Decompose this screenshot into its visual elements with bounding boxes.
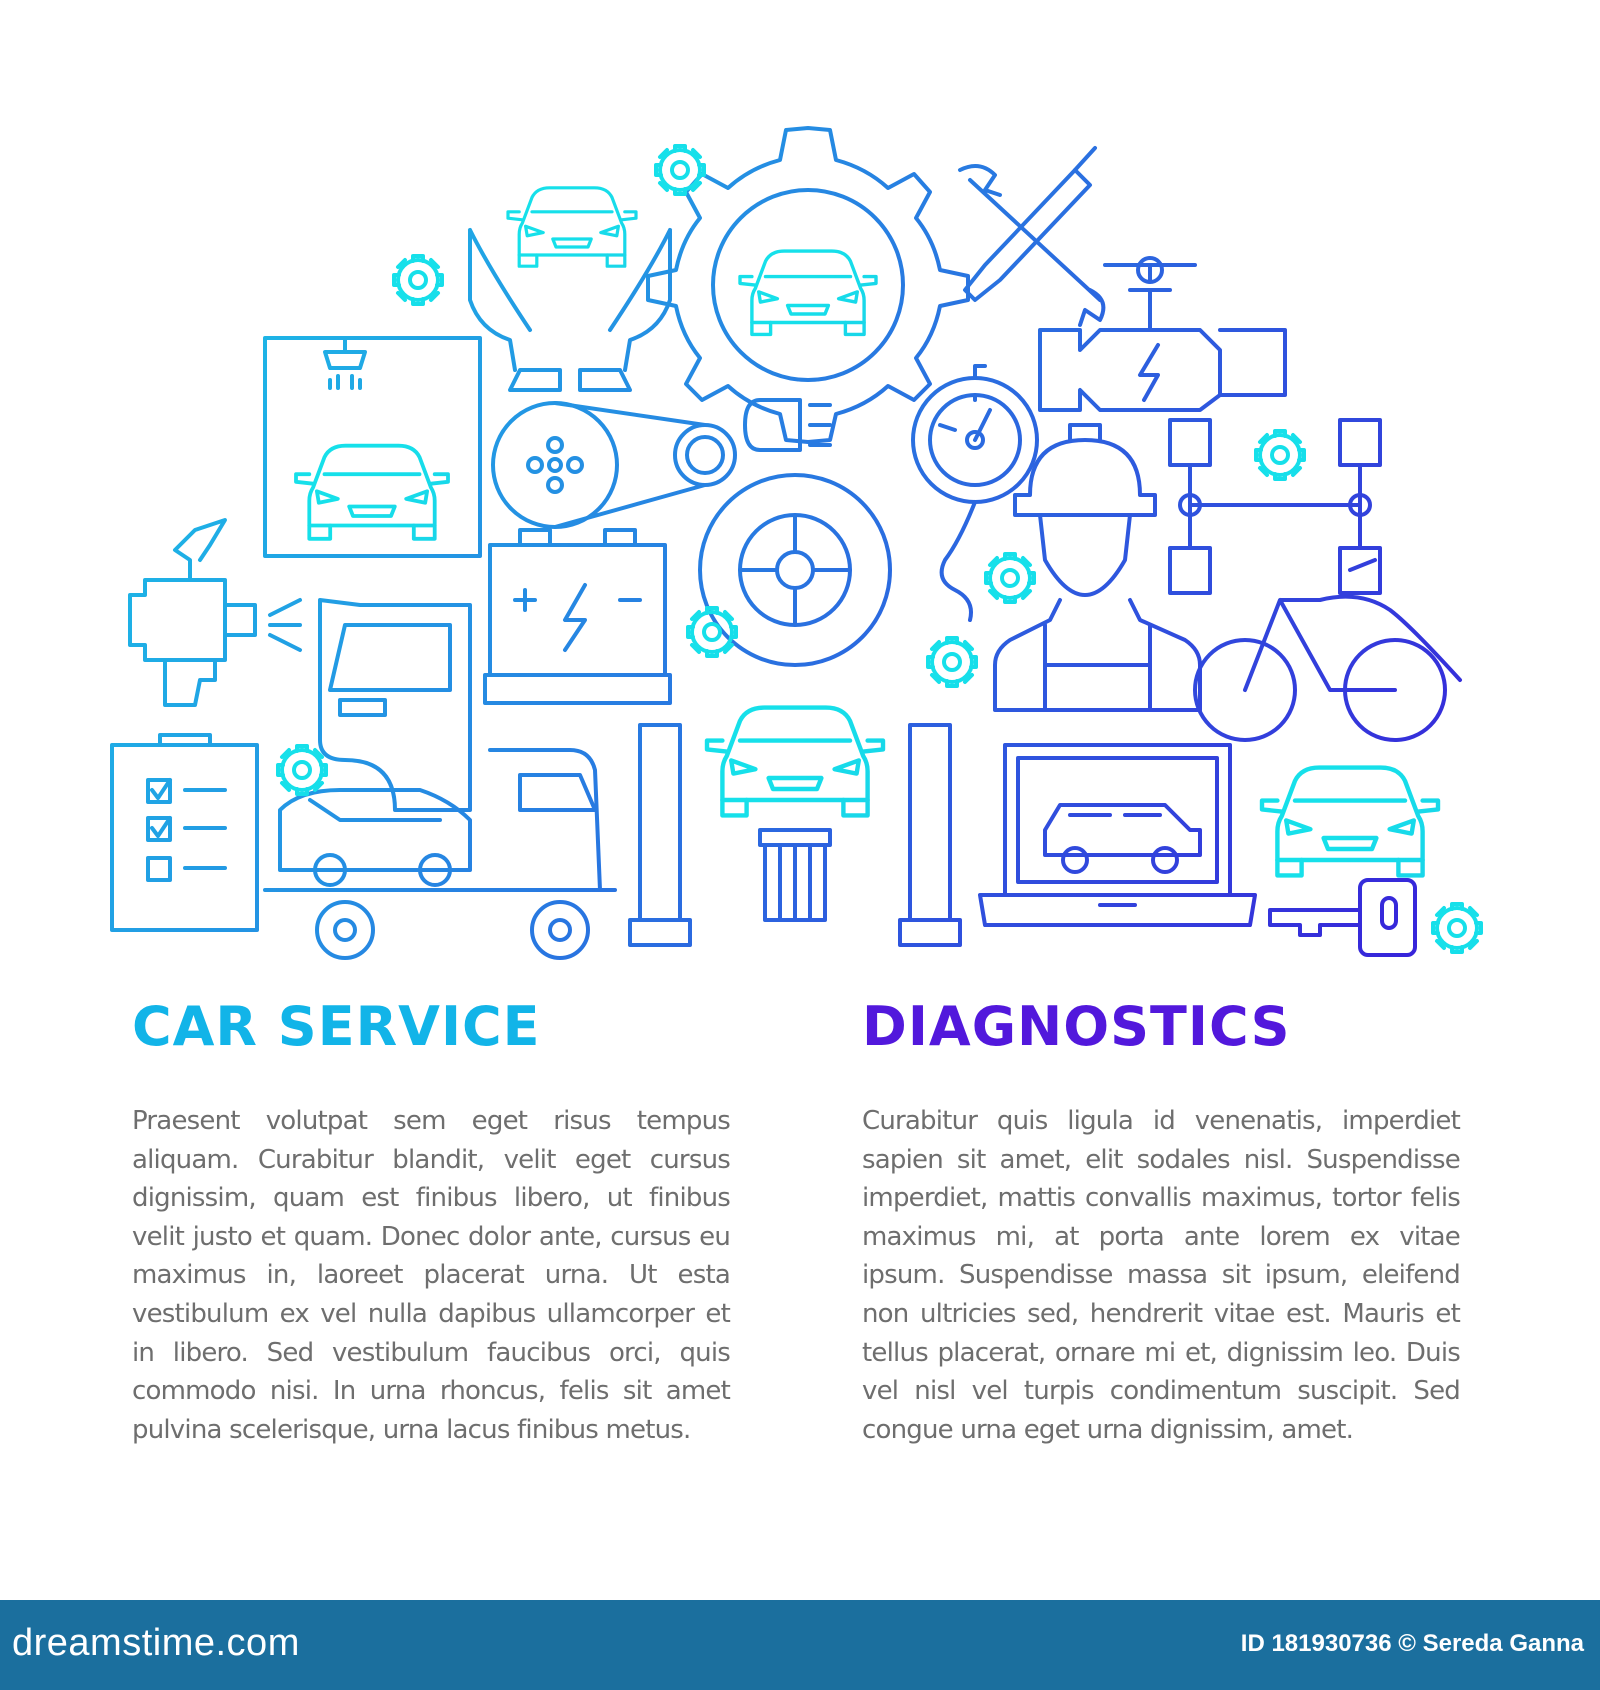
footer-brand[interactable]: dreamstime.com: [12, 1622, 300, 1664]
tow-truck-icon: [263, 748, 617, 960]
car-door-icon: [318, 598, 472, 812]
diagnostics-body: Curabitur quis ligula id venenatis, impe…: [862, 1106, 1461, 1445]
light-bulb-icon: [743, 398, 832, 452]
belt-icon: [491, 401, 737, 529]
checklist-icon: [110, 733, 259, 932]
battery-icon: [483, 528, 672, 705]
motorcycle-icon: [1193, 558, 1462, 742]
footer-id-credit: ID 181930736 © Sereda Ganna: [1240, 1630, 1584, 1657]
car-service-body: Praesent volutpat sem eget risus tempus …: [132, 1106, 731, 1445]
car-service-title: CAR SERVICE: [132, 995, 541, 1058]
car-front-icon: [1262, 768, 1438, 876]
footer-bar: dreamstime.com ID 181930736 © Sereda Gan…: [0, 1600, 1600, 1690]
car-wash-icon: [263, 336, 482, 558]
gauge-icon: [911, 364, 1039, 622]
laptop-car-icon: [978, 743, 1257, 927]
spray-gun-icon: [128, 518, 302, 707]
diagnostics-title: DIAGNOSTICS: [862, 995, 1291, 1058]
hands-car-icon: [468, 186, 672, 392]
mechanic-icon: [993, 423, 1202, 712]
wrench-screwdriver-icon: [958, 146, 1106, 327]
car-service-illustration: [110, 126, 1483, 960]
car-key-icon: [1268, 878, 1417, 957]
engine-icon: [1038, 256, 1287, 412]
wheel-icon: [698, 473, 892, 667]
gear-car-icon: [646, 126, 970, 444]
car-lift-icon: [628, 708, 962, 947]
scheme-icon: [1168, 418, 1382, 595]
